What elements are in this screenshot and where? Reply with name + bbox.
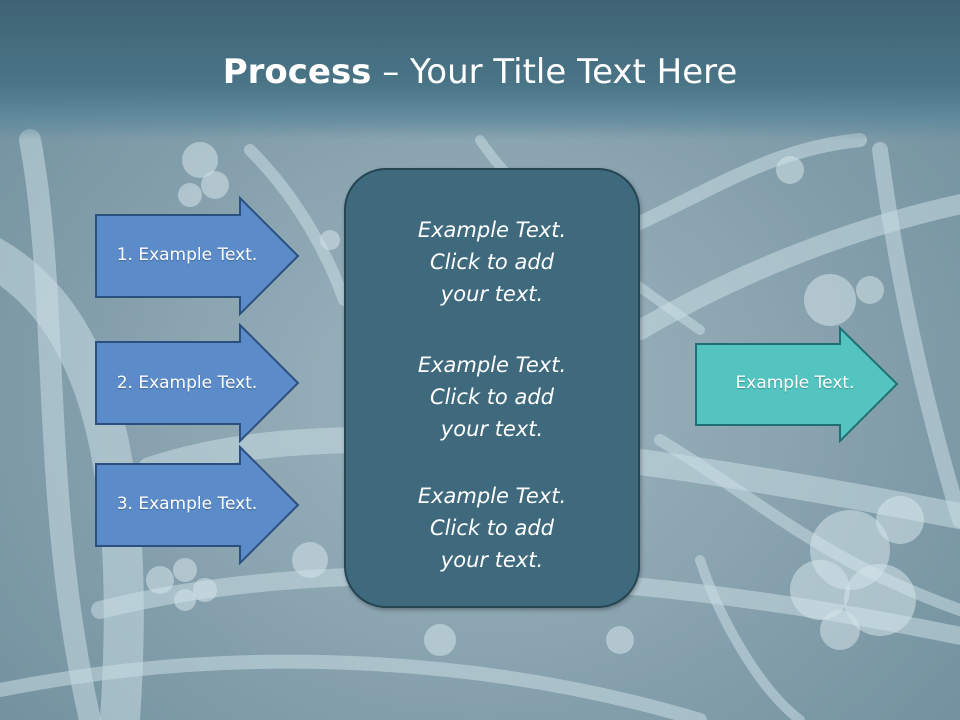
slide-title: Process – Your Title Text Here [0, 52, 960, 92]
right-arrow[interactable] [695, 325, 899, 444]
left-arrow-2-label: 2. Example Text. [116, 373, 258, 393]
paragraph-line: Click to add [429, 516, 554, 540]
center-text-box[interactable]: Example Text. Click to add your text. Ex… [344, 168, 640, 608]
paragraph-line: your text. [440, 548, 544, 572]
paragraph-line: Click to add [429, 250, 554, 274]
left-arrow-2[interactable] [95, 322, 300, 444]
paragraph-line: Click to add [429, 385, 554, 409]
center-paragraph-1: Example Text. Click to add your text. [346, 214, 638, 310]
left-arrow-1[interactable] [95, 195, 300, 317]
left-arrow-3[interactable] [95, 444, 300, 566]
paragraph-line: Example Text. [417, 484, 567, 508]
right-arrow-label: Example Text. [735, 373, 855, 393]
title-rest: – Your Title Text Here [371, 52, 738, 92]
paragraph-line: your text. [440, 417, 544, 441]
title-bar [0, 0, 960, 140]
title-bold: Process [222, 52, 372, 92]
left-arrow-3-label: 3. Example Text. [116, 494, 258, 514]
paragraph-line: Example Text. [417, 218, 567, 242]
paragraph-line: Example Text. [417, 353, 567, 377]
center-paragraph-2: Example Text. Click to add your text. [346, 349, 638, 445]
left-arrow-1-label: 1. Example Text. [116, 245, 258, 265]
center-paragraph-3: Example Text. Click to add your text. [346, 480, 638, 576]
paragraph-line: your text. [440, 282, 544, 306]
